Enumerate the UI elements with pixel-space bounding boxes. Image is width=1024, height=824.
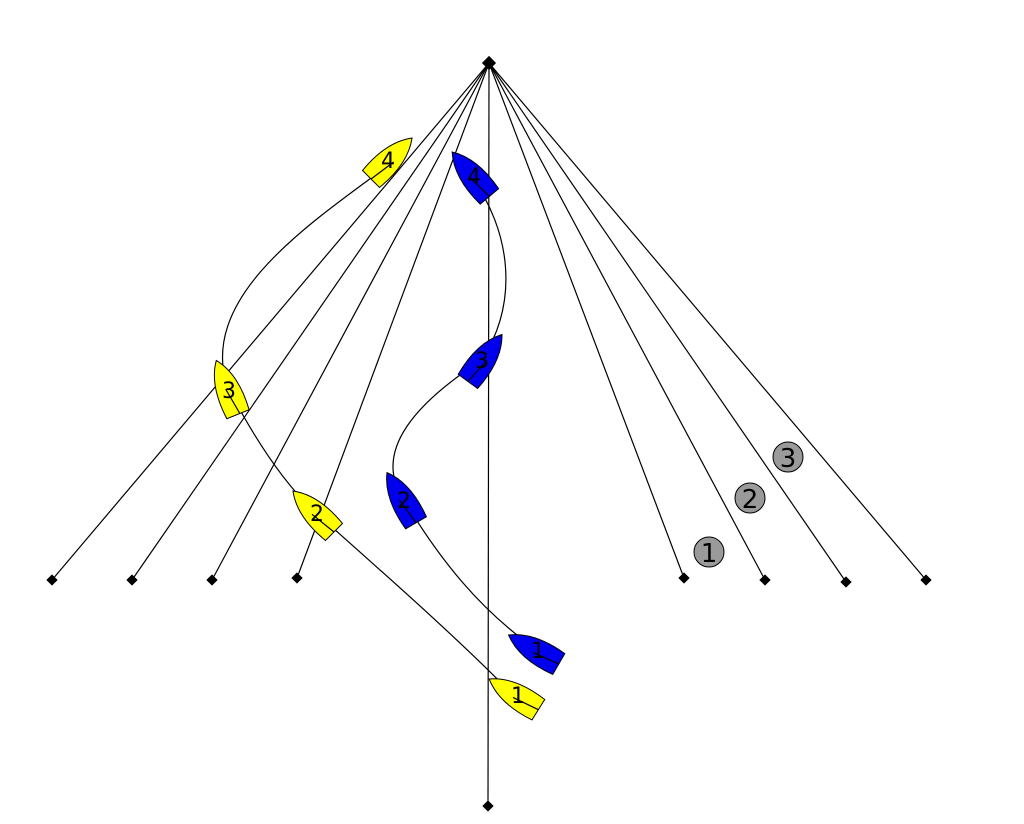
node-points: [46, 55, 932, 812]
guide-line: [488, 62, 685, 579]
guide-line: [51, 62, 490, 581]
boat-number: 3: [475, 349, 489, 374]
blue-boat-4: 4: [451, 151, 500, 205]
blue-boat-1: 1: [507, 634, 566, 676]
zone-marker-label: 2: [742, 485, 759, 515]
guide-line: [488, 62, 847, 583]
boat-number: 4: [467, 165, 481, 190]
yellow-boat-3: 3: [213, 359, 250, 420]
node: [678, 572, 690, 584]
guide-line: [488, 62, 927, 581]
yellow-boat-4: 4: [361, 137, 413, 189]
boat-number: 2: [397, 489, 411, 514]
guide-line: [131, 62, 490, 581]
blue-track: [392, 175, 538, 651]
node: [920, 574, 932, 586]
node: [291, 572, 303, 584]
boat-number: 1: [511, 684, 525, 709]
blue-boat-3: 3: [457, 333, 503, 390]
zone-marker-3: 3: [772, 441, 804, 474]
boat-number: 3: [222, 379, 236, 404]
node: [46, 574, 58, 586]
zone-marker-1: 1: [693, 536, 725, 569]
yellow-boat-1: 1: [488, 678, 546, 721]
node: [126, 574, 138, 586]
guide-line: [211, 62, 490, 581]
node: [206, 574, 218, 586]
hull: [457, 333, 503, 390]
hull: [213, 359, 250, 420]
zone-marker-2: 2: [734, 482, 766, 515]
boat-number: 2: [310, 502, 324, 527]
guide-line: [488, 62, 766, 581]
node: [481, 55, 497, 71]
node: [759, 574, 771, 586]
hull: [451, 151, 500, 205]
boat-number: 4: [381, 149, 395, 174]
guide-lines: [51, 62, 927, 807]
zone-marker-label: 3: [780, 444, 797, 474]
guide-line: [296, 62, 490, 579]
zone-marker-label: 1: [701, 539, 718, 569]
node: [482, 800, 494, 812]
node: [840, 576, 852, 588]
yellow-boat-2: 2: [292, 490, 344, 542]
yellow-track: [221, 169, 517, 699]
boat-number: 1: [531, 639, 545, 664]
blue-boat-2: 2: [386, 471, 428, 530]
